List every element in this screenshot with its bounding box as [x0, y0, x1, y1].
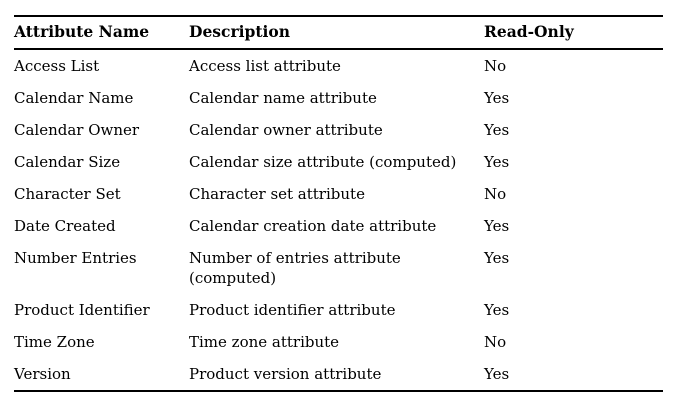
cell-description: Number of entries attribute (computed) [189, 249, 401, 287]
cell-description: Character set attribute [189, 185, 365, 203]
table-header-row: Attribute Name Description Read-Only [14, 16, 663, 50]
cell-read-only: Yes [484, 365, 510, 383]
cell-attribute-name: Access List [14, 57, 100, 75]
cell-attribute-name: Time Zone [14, 333, 95, 351]
table-row: Date Created Calendar creation date attr… [14, 210, 663, 242]
cell-read-only: Yes [484, 153, 510, 171]
cell-description: Calendar size attribute (computed) [189, 153, 457, 171]
cell-attribute-name: Calendar Name [14, 89, 134, 107]
table-row: Time Zone Time zone attribute No [14, 326, 663, 358]
column-header-read-only: Read-Only [484, 16, 663, 50]
cell-read-only: Yes [484, 249, 510, 267]
cell-attribute-name: Character Set [14, 185, 121, 203]
table-row: Product Identifier Product identifier at… [14, 294, 663, 326]
cell-read-only: Yes [484, 89, 510, 107]
cell-read-only: No [484, 333, 507, 351]
cell-attribute-name: Calendar Owner [14, 121, 140, 139]
cell-description: Time zone attribute [189, 333, 340, 351]
attributes-table: Attribute Name Description Read-Only Acc… [14, 15, 663, 392]
table-row: Access List Access list attribute No [14, 49, 663, 82]
cell-attribute-name: Date Created [14, 217, 116, 235]
cell-description: Calendar creation date attribute [189, 217, 437, 235]
cell-description: Calendar name attribute [189, 89, 377, 107]
table-row: Calendar Size Calendar size attribute (c… [14, 146, 663, 178]
table-row: Number Entries Number of entries attribu… [14, 242, 663, 294]
cell-read-only: Yes [484, 121, 510, 139]
table-row: Calendar Owner Calendar owner attribute … [14, 114, 663, 146]
cell-description: Access list attribute [189, 57, 341, 75]
column-header-description: Description [189, 16, 484, 50]
column-header-attribute-name: Attribute Name [14, 16, 189, 50]
table-row: Version Product version attribute Yes [14, 358, 663, 391]
cell-description: Calendar owner attribute [189, 121, 383, 139]
cell-attribute-name: Calendar Size [14, 153, 121, 171]
cell-read-only: Yes [484, 217, 510, 235]
cell-attribute-name: Number Entries [14, 249, 137, 267]
table-row: Calendar Name Calendar name attribute Ye… [14, 82, 663, 114]
table-row: Character Set Character set attribute No [14, 178, 663, 210]
cell-read-only: Yes [484, 301, 510, 319]
cell-description: Product version attribute [189, 365, 382, 383]
cell-read-only: No [484, 185, 507, 203]
cell-read-only: No [484, 57, 507, 75]
cell-description: Product identifier attribute [189, 301, 396, 319]
cell-attribute-name: Product Identifier [14, 301, 150, 319]
cell-attribute-name: Version [14, 365, 71, 383]
